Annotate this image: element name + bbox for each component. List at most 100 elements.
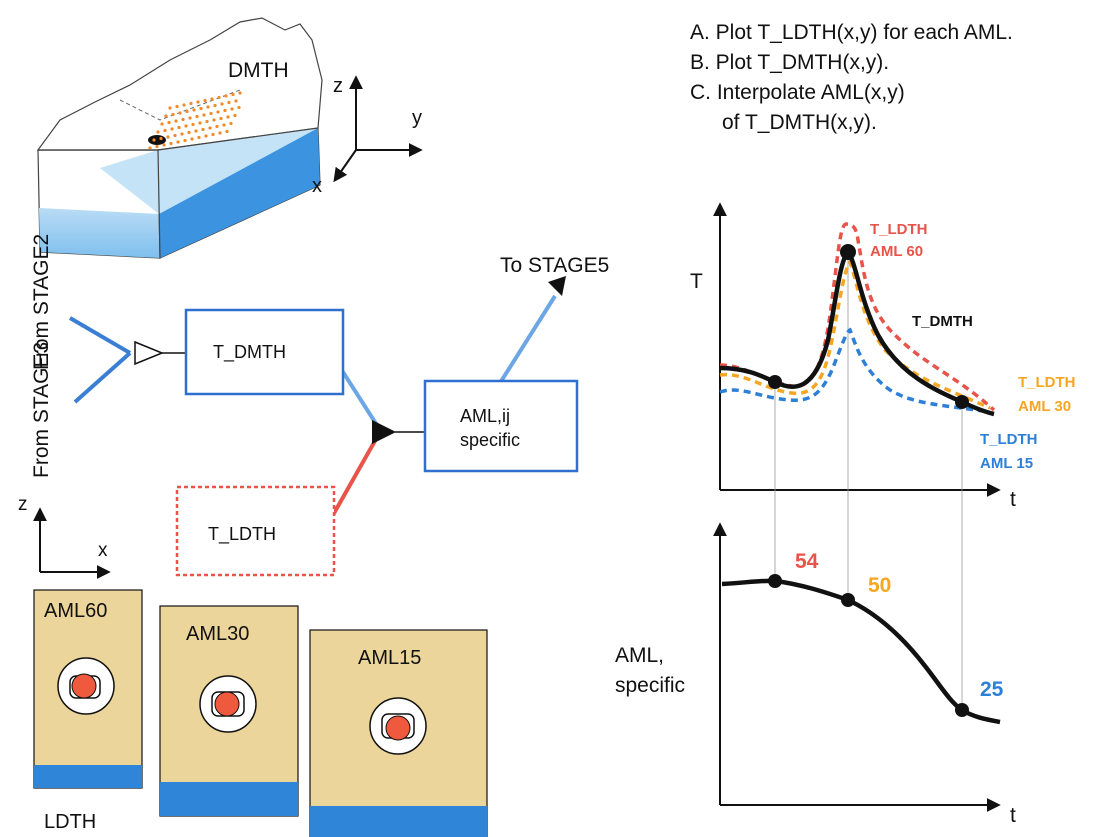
legend-aml60-line2: AML 60 xyxy=(870,243,923,260)
thermocouple-dot xyxy=(156,130,160,134)
thermocouple-dot xyxy=(212,118,216,122)
section-aml30: AML30 xyxy=(159,605,299,817)
tunnel-centerline xyxy=(119,89,241,121)
thermocouple-dot xyxy=(196,100,200,104)
thermocouple-dot xyxy=(225,129,229,134)
t-dmth-box-label: T_DMTH xyxy=(213,342,286,363)
block-water-front xyxy=(39,208,160,258)
legend-aml15-line1: T_LDTH xyxy=(980,431,1038,448)
thermocouple-dot xyxy=(184,124,188,128)
thermocouple-dot xyxy=(178,111,182,115)
thermocouple-points xyxy=(148,91,242,150)
value-25: 25 xyxy=(980,678,1004,701)
thermocouple-dot xyxy=(208,126,212,130)
thermocouple-dot xyxy=(171,112,175,117)
section-axis-x: x xyxy=(98,540,108,561)
thermocouple-dot xyxy=(188,116,192,120)
flow-lines xyxy=(68,294,557,516)
from-stage2-label: From STAGE2 xyxy=(30,234,53,370)
step-a: A. Plot T_LDTH(x,y) for each AML. xyxy=(690,21,1013,44)
thermocouple-dot xyxy=(189,101,193,106)
thermocouple-dot xyxy=(155,144,159,149)
section-aml30-label: AML30 xyxy=(186,623,249,645)
thermocouple-dot xyxy=(181,117,185,122)
section-aml60-label: AML60 xyxy=(44,600,107,622)
thermocouple-dot xyxy=(220,102,224,106)
thermocouple-dot xyxy=(168,106,172,110)
thermocouple-dot xyxy=(202,113,206,117)
thermocouple-dot xyxy=(175,104,179,109)
thermocouple-dot xyxy=(170,127,174,131)
thermocouple-dot xyxy=(197,135,201,140)
curve-t-ldth-aml30 xyxy=(719,258,991,410)
top-plot-y-axis-label: T xyxy=(690,270,703,293)
thermocouple-dot xyxy=(162,143,166,147)
thermocouple-dot xyxy=(191,122,195,127)
dmth-intersections xyxy=(768,244,969,409)
top-plot-axes xyxy=(713,202,1001,497)
tunnel-opening xyxy=(148,135,166,145)
step-c-line1: C. Interpolate AML(x,y) xyxy=(690,81,905,104)
thermocouple-dot xyxy=(210,97,214,101)
thermocouple-dot xyxy=(216,110,220,114)
ldth-label: LDTH xyxy=(44,811,96,833)
legend-dmth: T_DMTH xyxy=(912,313,973,330)
step-b: B. Plot T_DMTH(x,y). xyxy=(690,51,890,74)
thermocouple-dot xyxy=(195,114,199,119)
to-stage5-label: To STAGE5 xyxy=(500,254,609,277)
thermocouple-dot xyxy=(194,129,198,133)
thermocouple-dot xyxy=(211,132,215,137)
legend-aml30-line2: AML 30 xyxy=(1018,398,1071,415)
thermocouple-dot xyxy=(199,106,203,111)
thermocouple-dot xyxy=(152,138,156,142)
section-aml15: AML15 xyxy=(309,629,488,837)
thermocouple-dot xyxy=(198,121,202,125)
thermocouple-dot xyxy=(237,105,241,110)
t-ldth-box-label: T_LDTH xyxy=(208,524,276,545)
thermocouple-dot xyxy=(238,91,242,95)
thermocouple-dot xyxy=(192,108,196,112)
thermocouple-dot xyxy=(226,115,230,119)
join-triangle xyxy=(372,420,396,444)
thermocouple-dot xyxy=(176,140,180,144)
thermocouple-dot xyxy=(148,146,152,150)
aml-specific-curve xyxy=(721,578,1001,725)
guide-lines xyxy=(774,252,963,710)
procedure-steps: A. Plot T_LDTH(x,y) for each AML. B. Plo… xyxy=(690,18,1013,138)
bottom-plot-axes xyxy=(713,522,1001,812)
aml-box-line2: specific xyxy=(460,430,520,450)
section-aml15-label: AML15 xyxy=(358,647,421,669)
t-ldth-box xyxy=(175,485,336,577)
thermocouple-dot xyxy=(182,103,186,107)
step-c-line2: of T_DMTH(x,y). xyxy=(722,111,877,134)
axis-x-label: x xyxy=(312,175,322,197)
thermocouple-dot xyxy=(215,124,219,129)
section-axes xyxy=(33,507,111,579)
thermocouple-dot xyxy=(174,119,178,123)
thermocouple-dot xyxy=(180,132,184,136)
aml-box-line1: AML,ij xyxy=(460,406,510,426)
aml-specific-box xyxy=(423,379,579,473)
thermocouple-dot xyxy=(222,123,226,127)
thermocouple-dot xyxy=(167,120,171,125)
thermocouple-dot xyxy=(169,141,173,146)
thermocouple-dot xyxy=(203,98,207,103)
thermocouple-dot xyxy=(164,114,168,118)
axis-y-label: y xyxy=(412,107,422,129)
dmth-block: DMTH xyxy=(36,17,323,259)
from-stage3-label: From STAGE3 xyxy=(30,342,53,478)
thermocouple-dot xyxy=(177,125,181,130)
thermocouple-dot xyxy=(160,122,164,126)
thermocouple-dot xyxy=(187,130,191,135)
thermocouple-dot xyxy=(218,131,222,135)
thermocouple-dot xyxy=(173,133,177,138)
thermocouple-dot xyxy=(190,137,194,141)
thermocouple-dot xyxy=(231,92,235,97)
bottom-plot-y-axis-line2: specific xyxy=(615,674,685,697)
curve-t-ldth-aml15 xyxy=(719,327,991,414)
section-aml60: AML60 xyxy=(33,589,143,789)
bottom-plot-y-axis-line1: AML, xyxy=(615,644,664,667)
legend-aml60-line1: T_LDTH xyxy=(870,221,928,238)
xyz-axes xyxy=(333,75,423,183)
